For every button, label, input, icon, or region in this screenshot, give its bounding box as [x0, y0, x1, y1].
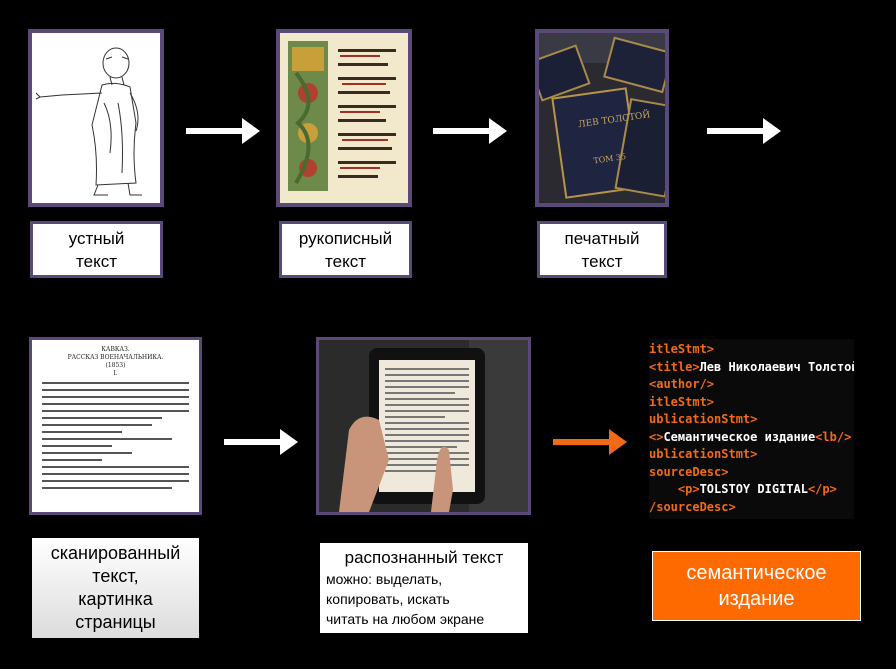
code-close-tag: </p>: [807, 482, 837, 496]
oral-text-image: [28, 29, 164, 207]
recognized-line1: можно: выделать,: [326, 571, 443, 587]
printed-text-line2: текст: [581, 251, 623, 271]
recognized-text-label: распознанный текст можно: выделать, копи…: [320, 543, 528, 633]
arrow-right-icon: [186, 118, 260, 144]
printed-books-image: ЛЕВ ТОЛСТОЙ ТОМ 35: [535, 29, 669, 207]
scan-header: КАВКАЗ.: [101, 346, 130, 353]
code-line: <title>Лев Николаевич Толстой.: [649, 359, 854, 377]
code-line: <>Семантическое издание<lb/>: [649, 429, 854, 447]
semantic-edition-label: семантическое издание: [652, 551, 861, 621]
code-tag: eDesc>: [649, 517, 692, 519]
printed-text-label: печатный текст: [537, 221, 667, 278]
oral-text-label: устный текст: [30, 221, 163, 278]
recognized-title: распознанный текст: [344, 548, 504, 567]
code-tag: <author/>: [649, 377, 715, 391]
code-line: ublicationStmt>: [649, 446, 854, 464]
illuminated-manuscript: [288, 41, 396, 191]
code-tag: ublicationStmt>: [649, 412, 758, 426]
oral-text-line2: текст: [76, 251, 117, 271]
recognized-line2: копировать, искать: [326, 591, 450, 607]
code-tag: sourceDesc>: [649, 464, 729, 479]
manuscript-text-label: рукописный текст: [279, 221, 412, 278]
code-tag: <p>: [649, 482, 700, 496]
scanned-line2: текст,: [92, 566, 139, 586]
tei-code-panel: itleStmt><title>Лев Николаевич Толстой.<…: [649, 339, 854, 519]
code-line: <p>TOLSTOY DIGITAL</p>: [649, 481, 854, 499]
tablet-reading-image: [316, 337, 531, 515]
scanned-line3: картинка: [78, 589, 153, 609]
arrow-right-icon: [707, 118, 781, 144]
code-line: itleStmt>: [649, 394, 854, 412]
scan-chapter: I.: [113, 370, 118, 377]
tablet-reader: [319, 340, 528, 512]
orator-sketch: [35, 47, 142, 196]
code-tag: ublicationStmt>: [649, 447, 758, 461]
oral-text-line1: устный: [68, 228, 125, 248]
scanned-page-image: КАВКАЗ. РАССКАЗ ВОЕНАЧАЛЬНИКА. (1853) I.: [29, 337, 202, 515]
code-tag: /sourceDesc>: [649, 499, 736, 514]
scanned-text-label: сканированный текст, картинка страницы: [32, 538, 199, 638]
code-line: eDesc>: [649, 516, 854, 519]
code-text: TOLSTOY DIGITAL: [699, 482, 808, 496]
arrow-right-icon: [224, 429, 298, 455]
manuscript-text-line2: текст: [325, 251, 366, 271]
code-tag: <title>: [649, 359, 700, 374]
manuscript-image: [276, 29, 412, 207]
semantic-line1: семантическое: [686, 562, 827, 584]
scanned-line4: страницы: [75, 612, 156, 632]
code-tag: itleStmt>: [649, 342, 715, 356]
code-line: /sourceDesc>: [649, 499, 854, 517]
code-tag: itleStmt>: [649, 394, 715, 409]
semantic-line2: издание: [718, 588, 795, 610]
recognized-line3: читать на любом экране: [326, 611, 485, 627]
code-text: Семантическое издание: [663, 429, 816, 444]
code-text: Лев Николаевич Толстой.: [699, 359, 854, 374]
code-line: <author/>: [649, 376, 854, 394]
scanned-line1: сканированный: [50, 543, 181, 563]
scan-subheader: РАССКАЗ ВОЕНАЧАЛЬНИКА.: [67, 354, 164, 361]
printed-text-line1: печатный: [564, 228, 640, 248]
code-close-tag: <lb/>: [815, 429, 852, 444]
code-tag: <>: [649, 429, 664, 444]
scan-text-lines: [42, 382, 189, 489]
arrow-right-icon: [433, 118, 507, 144]
scan-year: (1853): [105, 362, 126, 369]
manuscript-text-line1: рукописный: [298, 228, 393, 248]
code-line: ublicationStmt>: [649, 411, 854, 429]
tolstoy-books: ЛЕВ ТОЛСТОЙ ТОМ 35: [539, 33, 665, 203]
orange-arrow-right-icon: [553, 429, 627, 455]
code-line: sourceDesc>: [649, 464, 854, 482]
code-line: itleStmt>: [649, 341, 854, 359]
